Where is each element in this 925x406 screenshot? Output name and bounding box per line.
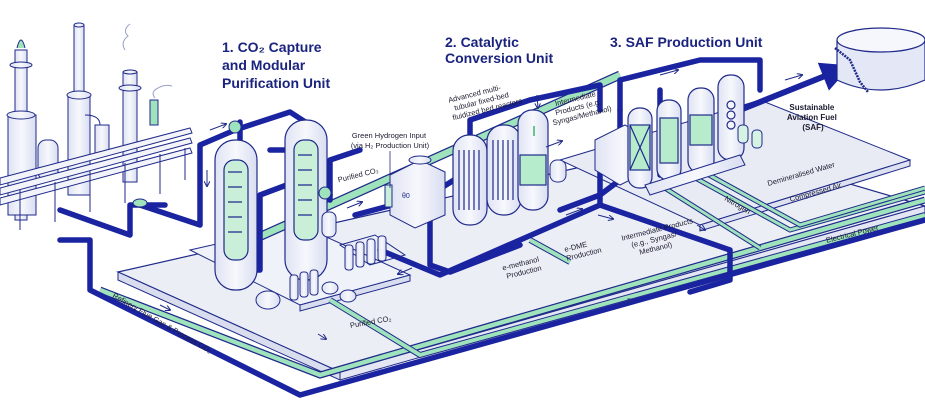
svg-text:θ0: θ0: [402, 193, 410, 200]
pipe-rack: [0, 127, 193, 230]
flow-arrow-icon: [159, 70, 802, 339]
saf-small-vessels: [737, 124, 763, 149]
reactor-3: [517, 109, 549, 211]
capture-column-2: [284, 119, 328, 281]
saf-reactor-3: [687, 87, 715, 174]
saf-reactor-1: [627, 107, 653, 189]
valve-icon: [228, 120, 242, 134]
saf-distillation-column: [717, 74, 745, 161]
header-pipe: [644, 154, 746, 196]
pump-set: [255, 269, 357, 310]
reactor-1: [452, 134, 488, 226]
hydrogen-unit: θ0: [384, 155, 446, 229]
section-3-title: 3. SAF Production Unit: [610, 34, 763, 50]
saf-output-label: Sustainable Aviation Fuel (SAF): [787, 103, 839, 132]
storage-tank-icon: [834, 27, 925, 93]
valve-icon: [132, 198, 148, 208]
section-1-title: 1. CO₂ Capture and Modular Purification …: [222, 39, 330, 91]
reactor-2: [486, 124, 522, 216]
capture-column-1: [214, 139, 258, 291]
section-2-title: 2. Catalytic Conversion Unit: [445, 34, 553, 66]
saf-reactor-2: [656, 99, 682, 181]
valve-icon: [318, 186, 332, 200]
green-hydrogen-label: Green Hydrogen Input (via H₂ Production …: [351, 131, 430, 150]
small-vessel: [549, 159, 567, 183]
filter-rack: [321, 211, 407, 271]
